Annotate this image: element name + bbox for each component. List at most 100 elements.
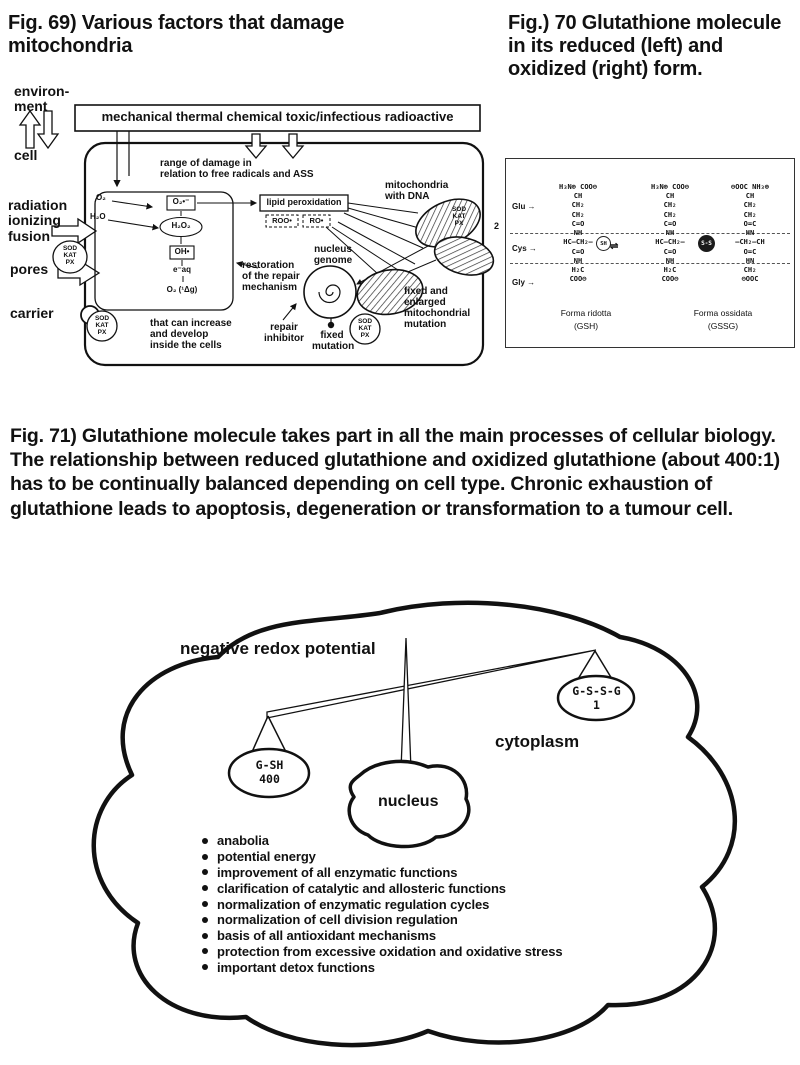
label-pores: pores: [10, 261, 49, 277]
bullet-icon: [202, 837, 208, 844]
list-item-text: potential energy: [217, 849, 316, 865]
left-pan-strings: [251, 715, 287, 753]
bullet-icon: [202, 916, 208, 923]
glutathione-functions-list: anabolia potential energy improvement of…: [202, 833, 563, 975]
list-item-text: clarification of catalytic and allosteri…: [217, 880, 506, 896]
list-item: important detox functions: [202, 959, 563, 975]
gsh-pan-label: G-SH 400: [255, 758, 284, 787]
redox-potential-label: negative redox potential: [180, 639, 376, 658]
roo-radical-label: ROO•: [272, 216, 292, 225]
free-radical-box: [94, 191, 234, 311]
bullet-icon: [202, 964, 208, 971]
repair-inhibitor-label: repair inhibitor: [264, 322, 304, 344]
equilibrium-arrows: ⇌: [610, 241, 619, 252]
nucleus-label: nucleus: [378, 793, 439, 810]
fig69-graphics: [18, 104, 495, 367]
misc-arrows: [107, 199, 297, 321]
label-superoxide: O₂•⁻: [172, 197, 190, 206]
bullet-icon: [202, 853, 208, 860]
entry-lines: [113, 131, 130, 188]
fixed-enlarged-label: fixed and enlarged mitochondrial mutatio…: [404, 286, 471, 330]
gsh-pan: [227, 747, 311, 799]
damage-factors-text: mechanical thermal chemical toxic/infect…: [101, 109, 454, 124]
list-item-text: improvement of all enzymatic functions: [217, 864, 458, 880]
fig71-caption: Fig. 71) Glutathione molecule takes part…: [10, 425, 780, 520]
cytoplasm-label: cytoplasm: [495, 732, 580, 751]
mitochondrion: [433, 236, 495, 276]
list-item-text: protection from excessive oxidation and …: [217, 943, 563, 959]
label-cell: cell: [14, 147, 38, 163]
mitochondria-dna-label: mitochondria with DNA: [385, 180, 449, 202]
list-item-text: important detox functions: [217, 959, 375, 975]
label-carrier: carrier: [10, 305, 54, 321]
gsh-structure: H₃N⊕ COO⊖ CH CH₂ CH₂ C=O NH HC–CH₂– C=O …: [559, 183, 597, 284]
fig69-diagram: environ- ment cell radiation ionizing fu…: [0, 80, 500, 380]
radical-boxes: [265, 214, 331, 228]
bullet-icon: [202, 869, 208, 876]
cell-graphics: [91, 600, 738, 1048]
sh-group-badge: SH: [596, 236, 611, 251]
bullet-icon: [202, 932, 208, 939]
list-item: improvement of all enzymatic functions: [202, 865, 563, 881]
right-pan-strings: [577, 650, 613, 680]
residue-glu: Glu →: [512, 202, 536, 211]
fixed-mutation-label: fixed mutation: [312, 330, 355, 352]
forma-ossidata-label: Forma ossidata (GSSG): [693, 308, 753, 331]
sod-kat-px: SOD KAT PX: [451, 206, 467, 227]
list-item: basis of all antioxidant mechanisms: [202, 928, 563, 944]
list-item: normalization of cell division regulatio…: [202, 912, 563, 928]
forma-ridotta-label: Forma ridotta (GSH): [560, 308, 612, 331]
nucleus-genome-label: nucleus genome: [313, 244, 353, 266]
environment-exchange-arrows: [18, 109, 60, 150]
gssg-left-structure: H₃N⊕ COO⊖ CH CH₂ CH₂ C=O NH HC–CH₂– C=O …: [651, 183, 689, 284]
lipid-peroxidation-label: lipid peroxidation: [266, 197, 342, 207]
disulfide-bridge-badge: S-S: [698, 235, 715, 252]
fig69-title: Fig. 69) Various factors that damage mit…: [8, 12, 345, 57]
genome-spiral: [318, 284, 341, 304]
list-item: normalization of enzymatic regulation cy…: [202, 896, 563, 912]
residue-cys: Cys →: [512, 244, 537, 253]
damage-down-arrows: [244, 133, 305, 160]
label-environment: environ- ment: [14, 83, 70, 115]
ros-species-shapes: [159, 195, 203, 260]
label-h2o: H₂O: [90, 212, 106, 221]
gssg-right-structure: ⊖OOC NH₃⊕ CH CH₂ CH₂ O=C HN –CH₂–CH O=C …: [731, 183, 769, 284]
list-item: potential energy: [202, 849, 563, 865]
list-item: clarification of catalytic and allosteri…: [202, 880, 563, 896]
label-singlet-oxygen: O₂ (¹Δg): [166, 285, 198, 294]
label-peroxide: H₂O₂: [171, 221, 191, 230]
list-item: protection from excessive oxidation and …: [202, 944, 563, 960]
nucleus-outline: [347, 759, 471, 849]
ros-cascade-arrows: [180, 211, 184, 282]
bullet-icon: [202, 948, 208, 955]
list-item-text: normalization of enzymatic regulation cy…: [217, 896, 490, 912]
list-item-text: normalization of cell division regulatio…: [217, 912, 458, 928]
bullet-icon: [202, 885, 208, 892]
radiation-arrow: [51, 217, 98, 245]
residue-divider: [510, 233, 790, 234]
nucleus-genome-circle: [303, 265, 357, 319]
balance-beam: [266, 649, 597, 719]
fixed-mutation-dot: [327, 321, 335, 329]
list-item-text: basis of all antioxidant mechanisms: [217, 928, 437, 944]
bullet-icon: [202, 901, 208, 908]
sod-kat-px: SOD KAT PX: [357, 318, 373, 339]
residue-gly: Gly →: [512, 278, 536, 287]
label-hydroxyl: OH•: [174, 247, 190, 256]
gssg-pan: [556, 674, 636, 722]
list-item: anabolia: [202, 833, 563, 849]
label-o2: O₂: [96, 193, 106, 202]
sod-kat-px: SOD KAT PX: [62, 245, 78, 266]
fig70-title: Fig.) 70 Glutathione molecule in its red…: [508, 12, 782, 80]
residue-divider: [510, 263, 790, 264]
increase-note: that can increase and develop inside the…: [150, 318, 232, 351]
restoration-label: restoration of the repair mechanism: [242, 260, 300, 293]
damage-factors-box: [74, 104, 481, 132]
sod-kat-px: SOD KAT PX: [94, 315, 110, 336]
mutated-mitochondrion: [356, 268, 424, 316]
range-note: range of damage in relation to free radi…: [160, 158, 314, 180]
fig71-cell-diagram: negative redox potential cytoplasm nucle…: [60, 585, 750, 1063]
label-electron: e⁻aq: [172, 265, 191, 274]
gssg-pan-label: G-S-S-G 1: [572, 684, 621, 713]
